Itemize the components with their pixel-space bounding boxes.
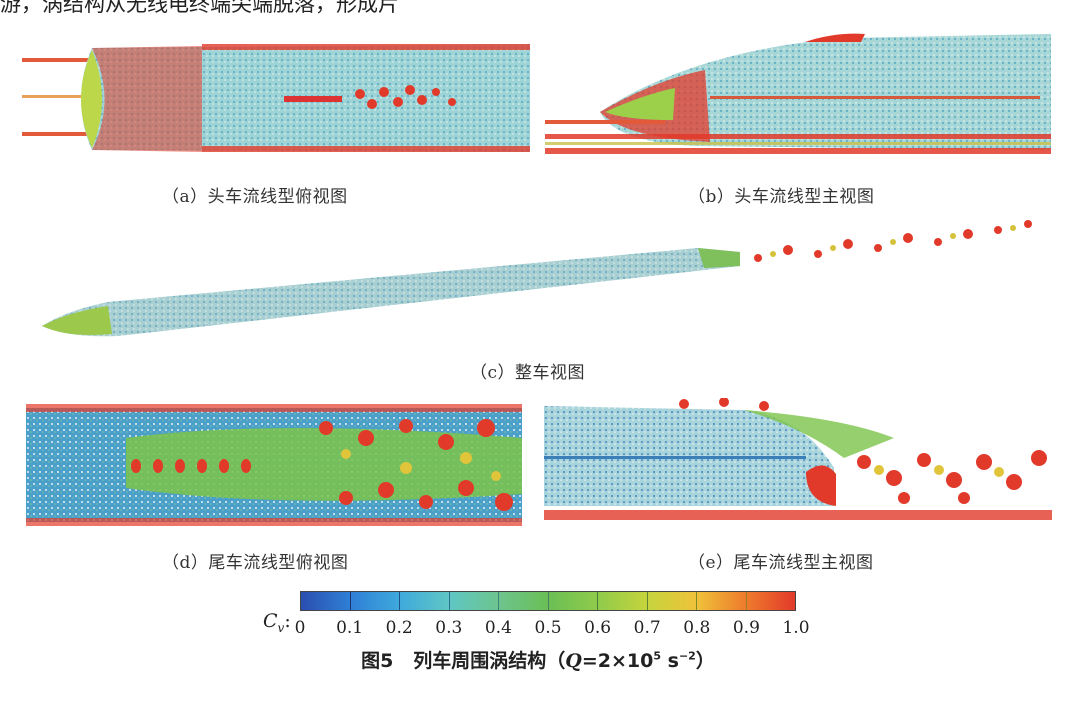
colorbar-segment bbox=[499, 592, 549, 610]
panel-b-head-side-view bbox=[545, 30, 1053, 168]
colorbar-tick-label: 0.8 bbox=[683, 618, 711, 638]
colorbar-segment bbox=[350, 592, 400, 610]
panel-b-image bbox=[545, 33, 1051, 154]
panel-a-caption: （a）头车流线型俯视图 bbox=[162, 187, 348, 207]
panel-e-caption: （e）尾车流线型主视图 bbox=[688, 553, 874, 573]
colorbar-tick-label: 0.1 bbox=[336, 618, 364, 638]
colorbar-segment bbox=[548, 592, 598, 610]
colorbar-segment bbox=[647, 592, 697, 610]
colorbar-segment bbox=[400, 592, 450, 610]
colorbar-tick-label: 0.3 bbox=[435, 618, 463, 638]
colorbar-label: Cv: bbox=[263, 610, 291, 635]
colorbar-segment bbox=[697, 592, 747, 610]
panel-a-image bbox=[22, 44, 530, 152]
colorbar-tick-label: 0.6 bbox=[584, 618, 612, 638]
colorbar-tick-label: 0.5 bbox=[534, 618, 562, 638]
colorbar-segment bbox=[746, 592, 795, 610]
panel-e-tail-side-view bbox=[544, 398, 1052, 530]
panel-c-caption: （c）整车视图 bbox=[470, 363, 586, 383]
panel-e-image bbox=[544, 398, 1052, 520]
panel-b-caption: （b）头车流线型主视图 bbox=[688, 187, 875, 207]
panel-d-image bbox=[26, 404, 522, 526]
body-text-fragment: 游，涡结构从无线电终端尖端脱落，形成片 bbox=[0, 0, 399, 16]
colorbar bbox=[300, 591, 796, 611]
figure-caption: 图5 列车周围涡结构（Q=2×105 s−2） bbox=[361, 649, 715, 672]
panel-c-full-train-view bbox=[28, 210, 1048, 350]
colorbar-segment bbox=[598, 592, 648, 610]
colorbar-tick-label: 0.9 bbox=[732, 618, 760, 638]
panel-c-image bbox=[42, 220, 1032, 337]
colorbar-tick-label: 0.2 bbox=[385, 618, 413, 638]
colorbar-segment bbox=[449, 592, 499, 610]
panel-d-caption: （d）尾车流线型俯视图 bbox=[162, 553, 349, 573]
panel-d-tail-top-view bbox=[26, 398, 522, 530]
colorbar-segment bbox=[301, 592, 351, 610]
colorbar-tick-label: 0.4 bbox=[484, 618, 512, 638]
colorbar-tick-label: 0 bbox=[294, 618, 306, 638]
colorbar-tick-label: 1.0 bbox=[782, 618, 810, 638]
colorbar-strip bbox=[300, 591, 796, 611]
colorbar-tick-label: 0.7 bbox=[633, 618, 661, 638]
panel-a-head-top-view bbox=[22, 40, 532, 158]
